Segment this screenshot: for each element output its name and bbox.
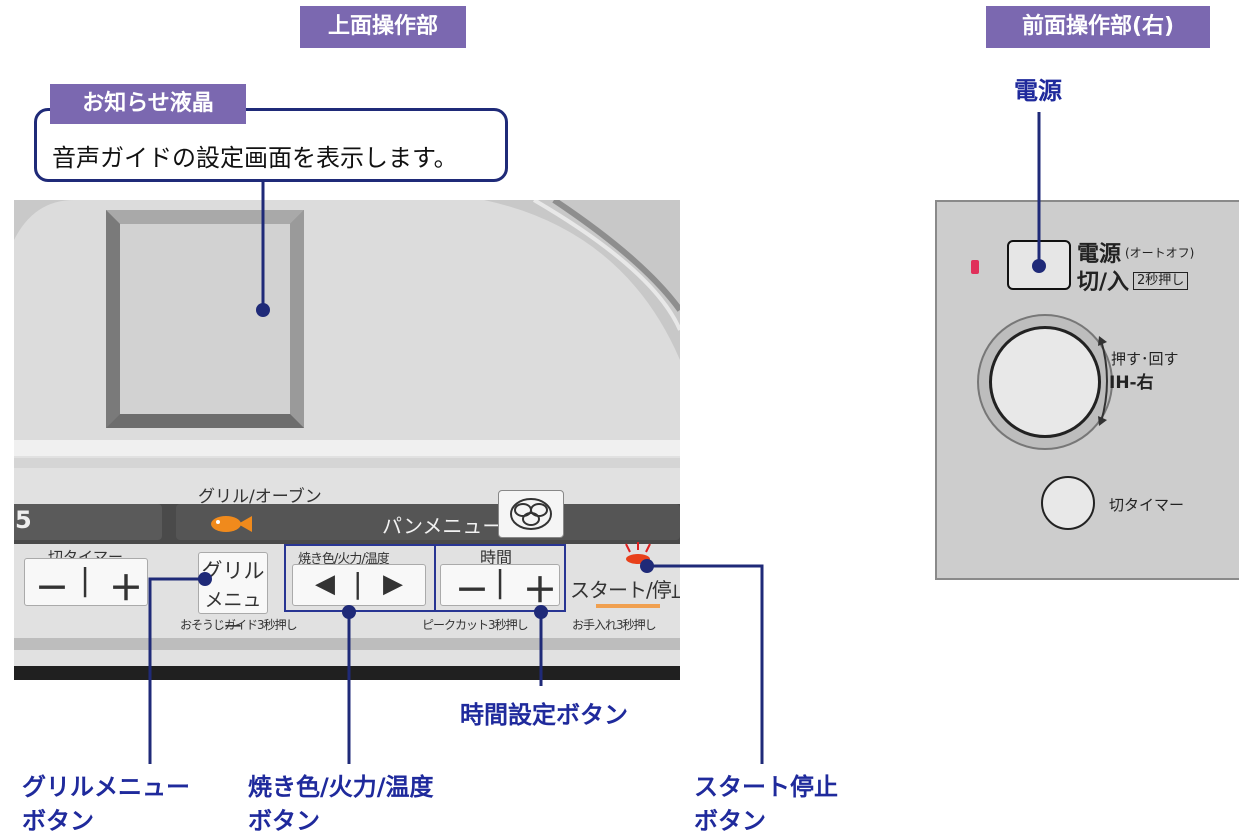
panel-edge: [14, 458, 680, 468]
front-panel-header: 前面操作部(右): [986, 6, 1210, 48]
grill-oven-label: グリル/オーブン: [198, 487, 322, 507]
browning-label: 焼き色/火力/温度: [298, 552, 390, 567]
front-control-panel: 電源 (オートオフ) 切/入 2秒押し 押す･回す IH-右 切タイマー: [935, 200, 1239, 580]
fish-icon: [211, 516, 252, 532]
browning-divider: |: [353, 567, 363, 600]
grill-menu-callout-line2: ボタン: [22, 807, 94, 835]
browning-callout-label: 焼き色/火力/温度 ボタン: [248, 770, 434, 838]
front-off-timer-label: 切タイマー: [1109, 496, 1185, 514]
start-callout-line1: スタート停止: [694, 773, 838, 801]
pan-menu-label: パンメニュー: [382, 514, 503, 538]
browning-dot: [342, 605, 356, 619]
off-timer-divider: |: [80, 563, 91, 598]
start-dot: [640, 559, 654, 573]
off-timer-minus[interactable]: －: [35, 569, 69, 609]
time-sub: ピークカット3秒押し: [422, 618, 529, 632]
time-button[interactable]: － | ＋: [440, 564, 560, 611]
ih-knob[interactable]: [977, 314, 1113, 450]
grill-menu-sub: おそうじガイド3秒押し: [180, 618, 298, 632]
time-highlight: [434, 544, 566, 612]
browning-callout-line1: 焼き色/火力/温度: [248, 773, 434, 801]
knob-target: IH-右: [1109, 373, 1154, 393]
power-hold-label: 2秒押し: [1133, 272, 1189, 290]
start-underline: [596, 604, 660, 608]
off-timer-button[interactable]: － | ＋: [24, 558, 148, 609]
start-stop-button[interactable]: スタート/停止: [570, 578, 680, 602]
time-label: 時間: [480, 548, 513, 567]
ih-knob-face[interactable]: [989, 326, 1101, 438]
zone-number: 5: [15, 506, 32, 534]
start-sub: お手入れ3秒押し: [572, 618, 657, 632]
bread-icon-box: [498, 490, 564, 538]
time-divider: |: [495, 565, 506, 600]
grill-menu-button[interactable]: グリル メニュー: [198, 552, 268, 638]
start-callout-label: スタート停止 ボタン: [694, 770, 838, 838]
panel-rail: [14, 638, 680, 650]
browning-right-arrow[interactable]: ▶: [383, 569, 403, 599]
browning-callout-line2: ボタン: [248, 807, 320, 835]
panel-bottom-edge: [14, 666, 680, 680]
start-callout-line2: ボタン: [694, 807, 766, 835]
power-note: (オートオフ): [1125, 246, 1195, 260]
time-plus[interactable]: ＋: [523, 571, 557, 611]
lcd-callout-text: 音声ガイドの設定画面を表示します。: [52, 144, 458, 172]
panel-edge: [14, 440, 680, 456]
top-control-panel: [14, 200, 680, 440]
off-timer-plus[interactable]: ＋: [109, 569, 143, 609]
power-dot: [1032, 259, 1046, 273]
knob-rotate-arrow-icon: [1098, 336, 1108, 426]
power-callout-label: 電源: [1014, 77, 1062, 105]
zone-5-segment: [14, 504, 162, 540]
browning-button[interactable]: ◀ | ▶: [292, 564, 426, 606]
power-label: 電源: [1077, 242, 1122, 267]
top-panel-header: 上面操作部: [300, 6, 466, 48]
bread-icon: [510, 498, 552, 530]
front-off-timer-button[interactable]: [1041, 476, 1095, 530]
grill-menu-callout-label: グリルメニュー ボタン: [22, 770, 190, 838]
grill-menu-dot: [198, 572, 212, 586]
time-minus[interactable]: －: [455, 571, 489, 611]
panel-background-curves: [14, 200, 680, 360]
grill-menu-callout-line1: グリルメニュー: [22, 773, 190, 801]
power-indicator-led: [971, 260, 979, 274]
power-onoff-label: 切/入: [1077, 270, 1130, 295]
browning-left-arrow[interactable]: ◀: [315, 569, 335, 599]
knob-label: 押す･回す: [1111, 350, 1179, 368]
lcd-callout-tag: お知らせ液晶: [50, 84, 246, 124]
grill-menu-line2: メニュー: [204, 589, 262, 638]
lcd-dot: [256, 303, 270, 317]
time-dot: [534, 605, 548, 619]
time-callout-label: 時間設定ボタン: [460, 701, 628, 729]
button-row-panel: 5 グリル/オーブン パンメニュー 切タイマー － | ＋ グリル メニュー お…: [14, 440, 680, 680]
grill-oven-strip: [176, 504, 680, 540]
